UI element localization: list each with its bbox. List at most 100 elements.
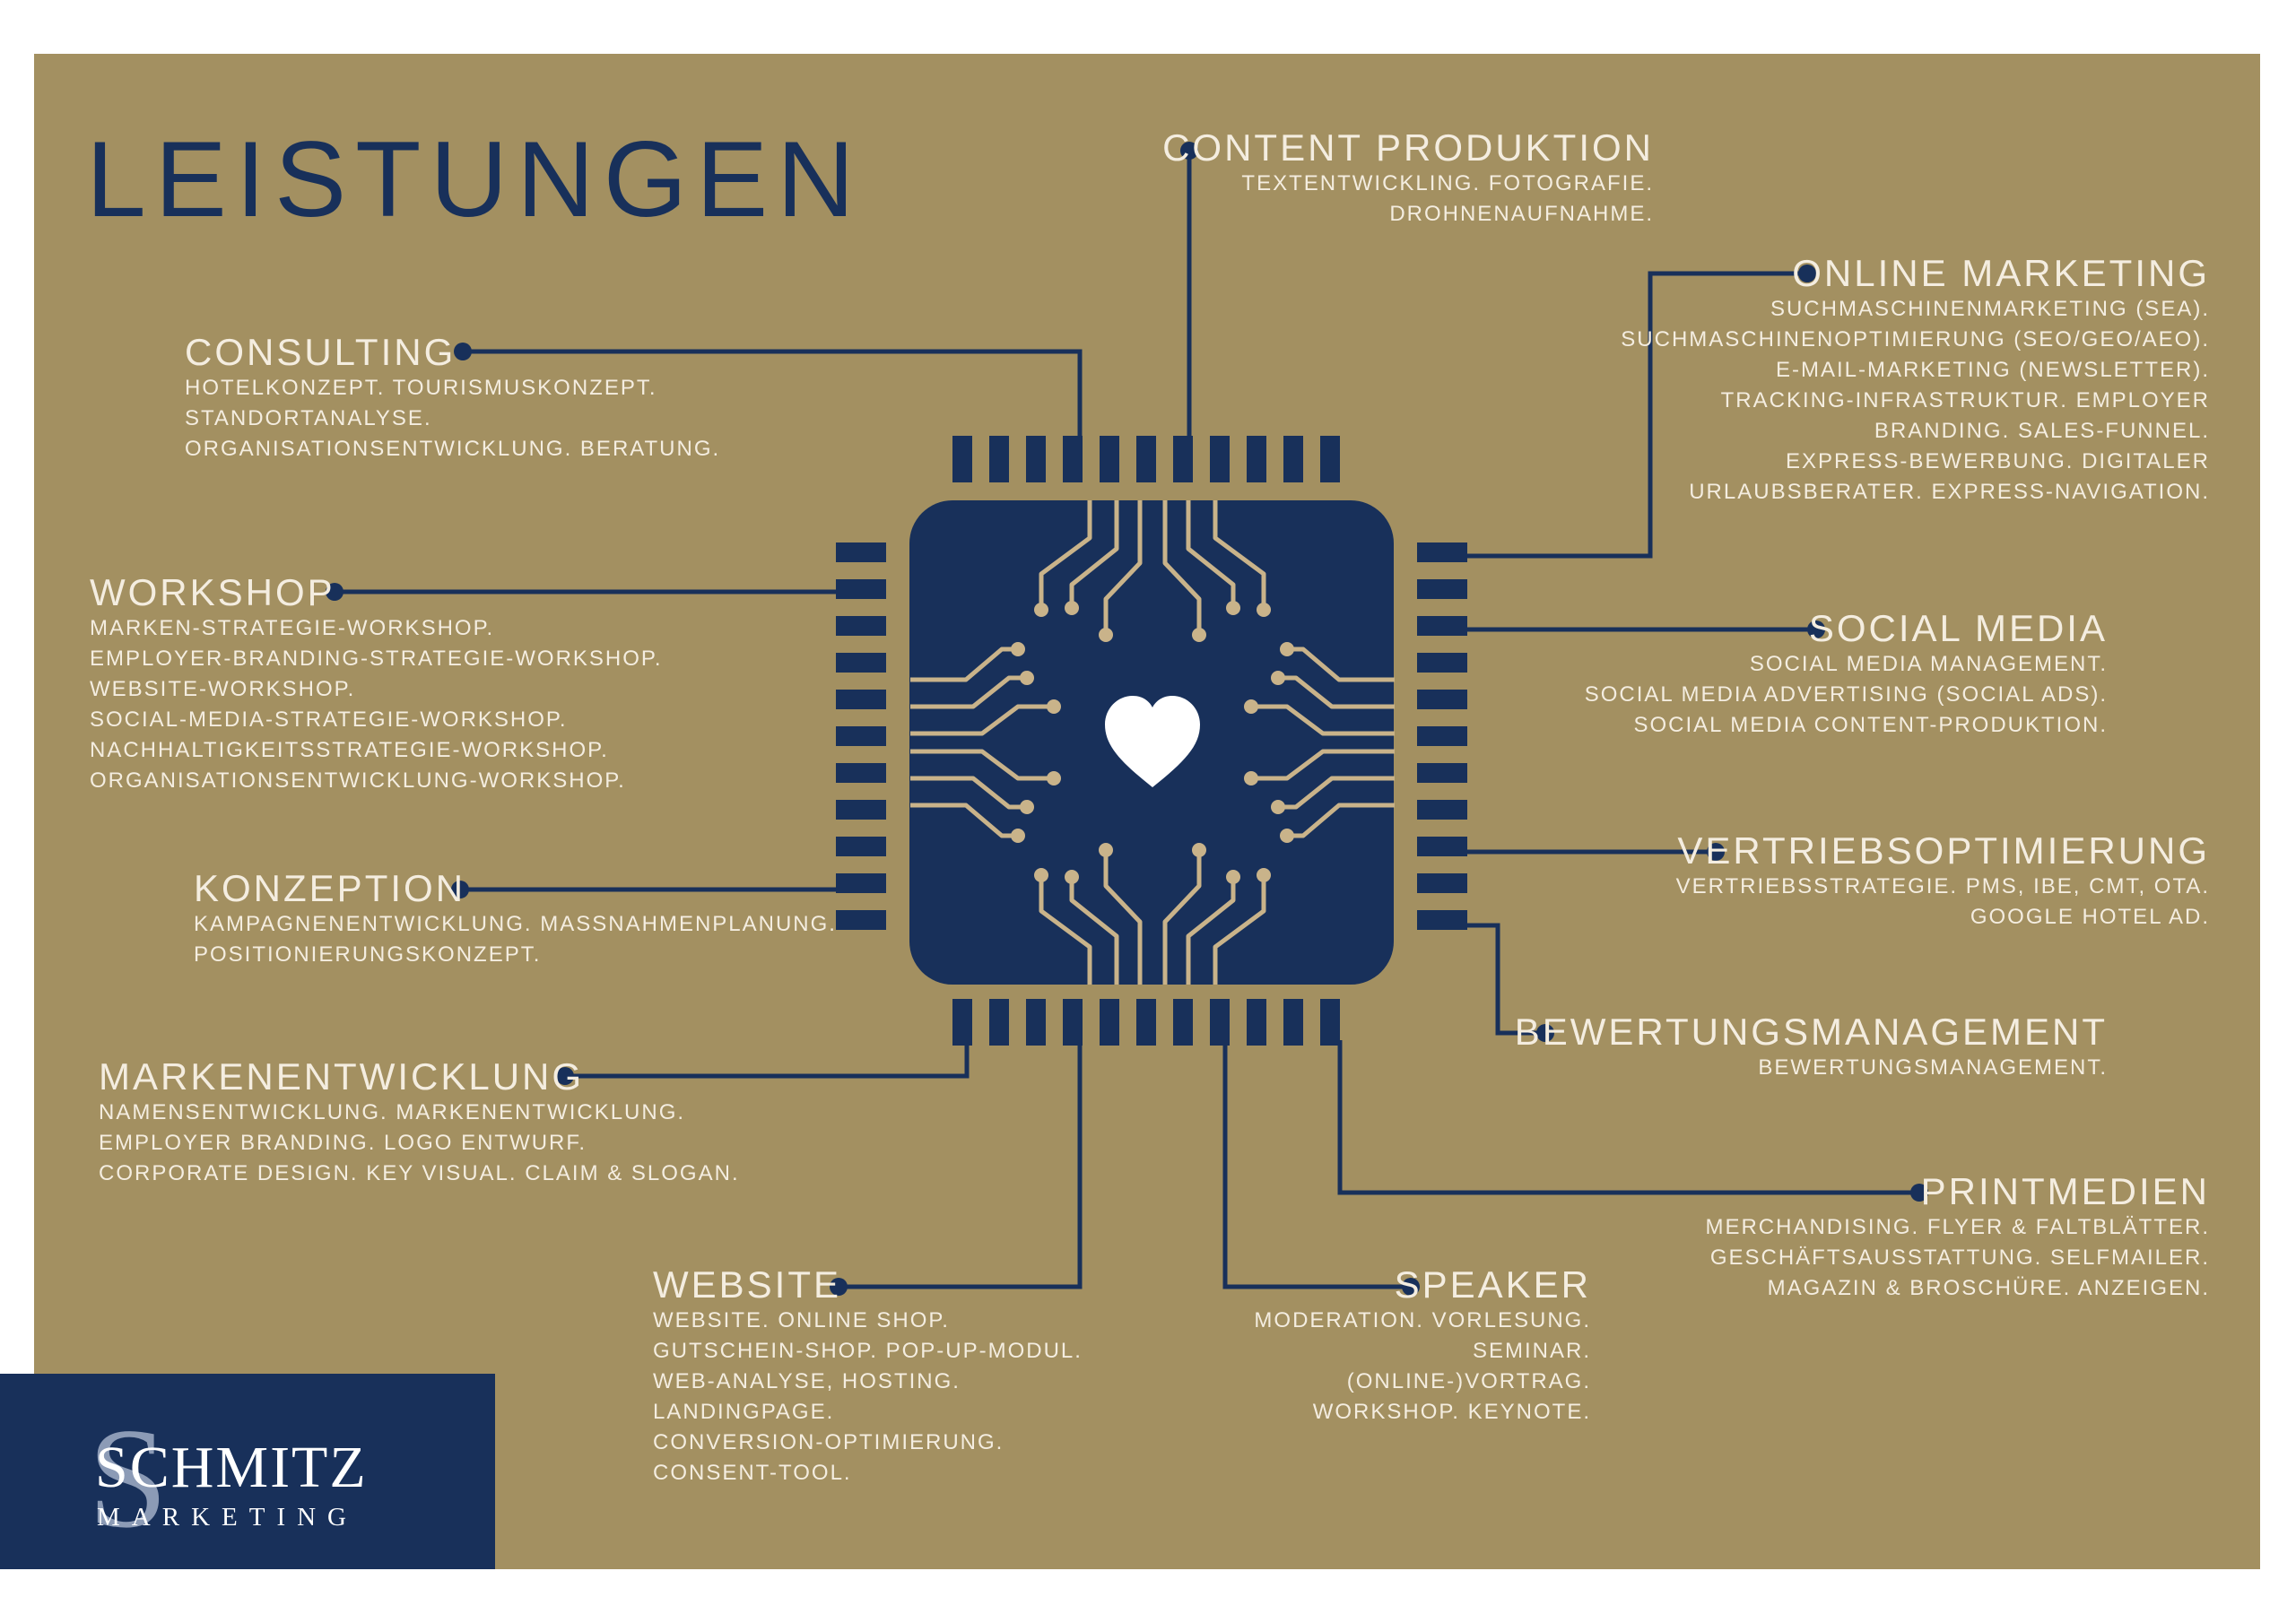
- connector-dot: [1910, 1184, 1928, 1202]
- detail-line: GUTSCHEIN-SHOP. POP-UP-MODUL.: [653, 1339, 1083, 1364]
- connector-dot: [326, 583, 344, 601]
- circuit-trace: [1039, 500, 1092, 610]
- circuit-trace: [1069, 877, 1119, 985]
- trace-pad: [1257, 868, 1271, 882]
- circuit-trace: [1162, 850, 1202, 985]
- logo-brand: SCHMITZ: [95, 1435, 368, 1500]
- chip-pin: [1173, 999, 1193, 1046]
- chip-pin: [1100, 436, 1119, 482]
- trace-pad: [1226, 601, 1240, 615]
- detail-line: BRANDING. SALES-FUNNEL.: [1874, 419, 2210, 444]
- chip-pin: [1417, 763, 1467, 783]
- service-online-marketing: ONLINE MARKETING SUCHMASCHINENMARKETING …: [1621, 252, 2210, 508]
- connector-website: [839, 1040, 1083, 1289]
- connector-dot: [1402, 1278, 1420, 1296]
- detail-line: EMPLOYER BRANDING. LOGO ENTWURF.: [99, 1131, 587, 1156]
- circuit-trace: [1213, 875, 1266, 985]
- circuit-trace: [910, 749, 1054, 781]
- chip-pin: [836, 726, 886, 746]
- service-details: VERTRIEBSSTRATEGIE. PMS, IBE, CMT, OTA. …: [1676, 872, 2210, 933]
- detail-line: WORKSHOP. KEYNOTE.: [1312, 1400, 1591, 1425]
- service-details: TEXTENTWICKLING. FOTOGRAFIE. DROHNENAUFN…: [1162, 169, 1654, 230]
- circuit-trace: [1069, 500, 1119, 608]
- detail-line: MODERATION. VORLESUNG.: [1254, 1308, 1591, 1333]
- chip-pin: [1320, 999, 1340, 1046]
- service-details: SUCHMASCHINENMARKETING (SEA). SUCHMASCHI…: [1621, 294, 2210, 508]
- service-konzeption: KONZEPTION KAMPAGNENENTWICKLUNG. MASSNAH…: [194, 867, 837, 970]
- trace-pad: [1280, 829, 1294, 843]
- trace-pad: [1065, 870, 1079, 884]
- detail-line: CONVERSION-OPTIMIERUNG.: [653, 1430, 1004, 1455]
- connector-online: [1453, 271, 1807, 559]
- chip-pin: [1247, 999, 1266, 1046]
- chip-pin: [836, 873, 886, 893]
- heart-icon: [1105, 696, 1200, 787]
- service-workshop: WORKSHOP MARKEN-STRATEGIE-WORKSHOP. EMPL…: [90, 571, 663, 796]
- service-details: MODERATION. VORLESUNG. SEMINAR. (ONLINE-…: [1254, 1306, 1591, 1428]
- detail-line: VERTRIEBSSTRATEGIE. PMS, IBE, CMT, OTA.: [1675, 874, 2210, 899]
- trace-pad: [1226, 870, 1240, 884]
- service-heading: BEWERTUNGSMANAGEMENT: [1514, 1011, 2108, 1053]
- circuit-trace: [1186, 877, 1236, 985]
- chip-pin: [836, 837, 886, 856]
- connector-speaker: [1222, 1040, 1411, 1289]
- circuit-trace: [1278, 675, 1395, 709]
- chip-pin: [1417, 910, 1467, 930]
- trace-pad: [1011, 642, 1025, 656]
- chip-pin: [1173, 436, 1193, 482]
- detail-line: NACHHALTIGKEITSSTRATEGIE-WORKSHOP.: [90, 738, 609, 763]
- service-details: BEWERTUNGSMANAGEMENT.: [1515, 1053, 2108, 1083]
- chip-pin: [1417, 726, 1467, 746]
- detail-line: WEBSITE-WORKSHOP.: [90, 677, 356, 702]
- trace-pad: [1280, 642, 1294, 656]
- chip-pin: [1283, 436, 1303, 482]
- chip-pin: [1320, 436, 1340, 482]
- company-logo: S SCHMITZ MARKETING: [0, 1374, 495, 1569]
- page-title: LEISTUNGEN: [86, 119, 864, 239]
- detail-line: DROHNENAUFNAHME.: [1389, 202, 1654, 227]
- service-details: KAMPAGNENENTWICKLUNG. MASSNAHMENPLANUNG.…: [194, 909, 837, 970]
- service-heading: VERTRIEBSOPTIMIERUNG: [1677, 829, 2210, 872]
- circuit-trace: [910, 704, 1054, 736]
- service-heading: CONSULTING: [185, 331, 457, 373]
- service-consulting: CONSULTING HOTELKONZEPT. TOURISMUSKONZEP…: [185, 331, 720, 464]
- connector-dot: [1536, 1024, 1554, 1042]
- connector-dot: [1180, 142, 1198, 160]
- trace-pad: [1192, 843, 1206, 857]
- trace-pad: [1099, 843, 1113, 857]
- service-heading: KONZEPTION: [194, 867, 466, 909]
- chip-pin: [1136, 999, 1156, 1046]
- detail-line: SOCIAL-MEDIA-STRATEGIE-WORKSHOP.: [90, 707, 568, 733]
- chip-pin: [1063, 436, 1083, 482]
- circuit-trace: [1278, 776, 1395, 810]
- chip-pin: [1247, 436, 1266, 482]
- chip-pin: [1417, 690, 1467, 709]
- trace-pad: [1192, 628, 1206, 642]
- chip-pin: [1283, 999, 1303, 1046]
- chip-pin: [1026, 436, 1046, 482]
- circuit-trace: [1186, 500, 1236, 608]
- service-heading: SOCIAL MEDIA: [1808, 607, 2108, 649]
- chip-pin: [1417, 653, 1467, 673]
- chip-pin: [1417, 837, 1467, 856]
- circuit-trace: [1039, 875, 1092, 985]
- service-details: MERCHANDISING. FLYER & FALTBLÄTTER. GESC…: [1705, 1212, 2210, 1304]
- detail-line: SUCHMASCHINENOPTIMIERUNG (SEO/GEO/AEO).: [1621, 327, 2210, 352]
- circuit-trace: [1103, 850, 1143, 985]
- detail-line: CONSENT-TOOL.: [653, 1461, 852, 1486]
- trace-pad: [1271, 800, 1285, 814]
- service-heading: WORKSHOP: [90, 571, 335, 613]
- service-markenentwicklung: MARKENENTWICKLUNG NAMENSENTWICKLUNG. MAR…: [99, 1055, 740, 1189]
- service-printmedien: PRINTMEDIEN MERCHANDISING. FLYER & FALTB…: [1705, 1170, 2210, 1304]
- detail-line: EMPLOYER-BRANDING-STRATEGIE-WORKSHOP.: [90, 647, 663, 672]
- detail-line: CORPORATE DESIGN. KEY VISUAL. CLAIM & SL…: [99, 1161, 740, 1186]
- detail-line: KAMPAGNENENTWICKLUNG. MASSNAHMENPLANUNG.: [194, 912, 837, 937]
- chip-pin: [1100, 999, 1119, 1046]
- chip-pin: [989, 999, 1009, 1046]
- service-heading: SPEAKER: [1394, 1263, 1591, 1306]
- circuit-trace: [910, 776, 1027, 810]
- service-heading: ONLINE MARKETING: [1792, 252, 2210, 294]
- detail-line: MERCHANDISING. FLYER & FALTBLÄTTER.: [1705, 1215, 2210, 1240]
- circuit-trace: [1287, 803, 1395, 838]
